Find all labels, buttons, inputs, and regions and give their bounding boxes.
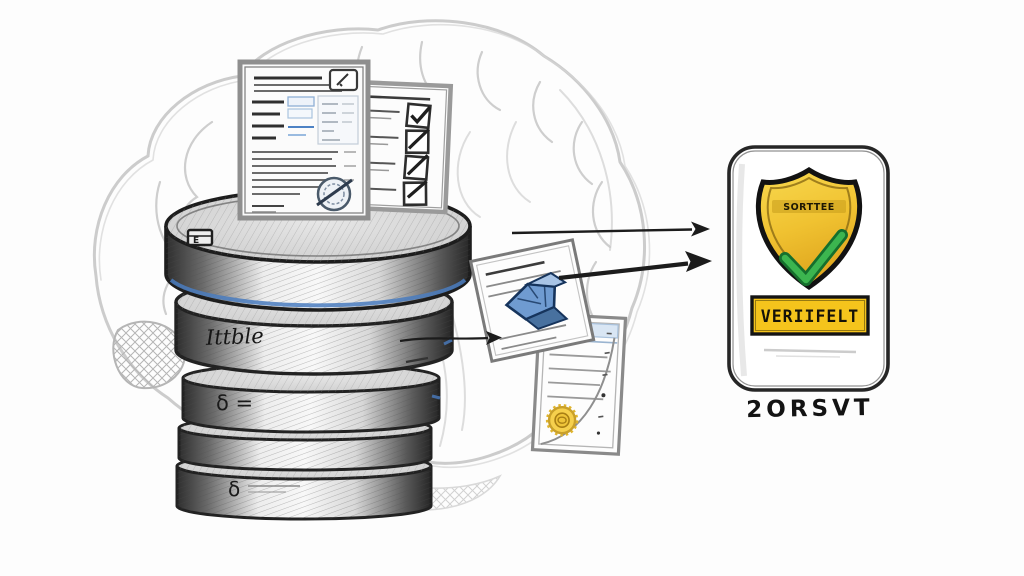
form-fields (252, 96, 315, 140)
cerebellum-hatch (112, 320, 186, 390)
middle-documents (468, 238, 628, 456)
gold-seal-icon (545, 403, 579, 437)
disk1-blue-rim (169, 278, 467, 308)
checkbox-icon (405, 102, 432, 130)
verified-banner: VERIIFELT (750, 295, 870, 336)
shield-text: SORTTEE (783, 202, 834, 213)
certificate-edge-ticks (596, 332, 612, 435)
disk1-label: E (193, 236, 199, 246)
badge-card: SORTTEE VERIIFELT (727, 145, 890, 392)
report-document (468, 238, 596, 364)
trust-caption: 2ORSVT (746, 395, 874, 423)
checkmark-icon (779, 229, 848, 286)
verified-banner-text: VERIIFELT (761, 307, 859, 326)
database-stack: δ δ = Ittble (164, 188, 472, 521)
form-side-table (317, 95, 359, 145)
arrow-stack-to-documents (399, 331, 502, 345)
disk2-label: Ittble (204, 324, 264, 350)
checklist-row (358, 179, 428, 207)
disk5-label: δ (228, 477, 240, 501)
certificate-curve (540, 337, 616, 446)
blue-package-icon (504, 271, 569, 331)
checklist-rows (358, 102, 432, 207)
shield-icon: SORTTEE (755, 167, 863, 291)
checklist-row (360, 128, 430, 155)
database-disk-5: δ (175, 451, 433, 521)
form-document (237, 59, 371, 221)
form-paragraph (252, 151, 338, 195)
card-faint-line (763, 348, 857, 354)
seal-icon (316, 176, 353, 212)
documents-on-stack (237, 59, 454, 221)
arrow-documents-to-badge-thick (558, 251, 712, 281)
checklist-document (346, 79, 454, 215)
arrows (399, 221, 712, 345)
checklist-row (361, 102, 432, 130)
arrow-documents-to-badge-thin (511, 221, 710, 237)
disk1-table-icon: E (186, 228, 214, 247)
disk3-label: δ = (216, 391, 253, 415)
stamp-icon (328, 68, 359, 92)
